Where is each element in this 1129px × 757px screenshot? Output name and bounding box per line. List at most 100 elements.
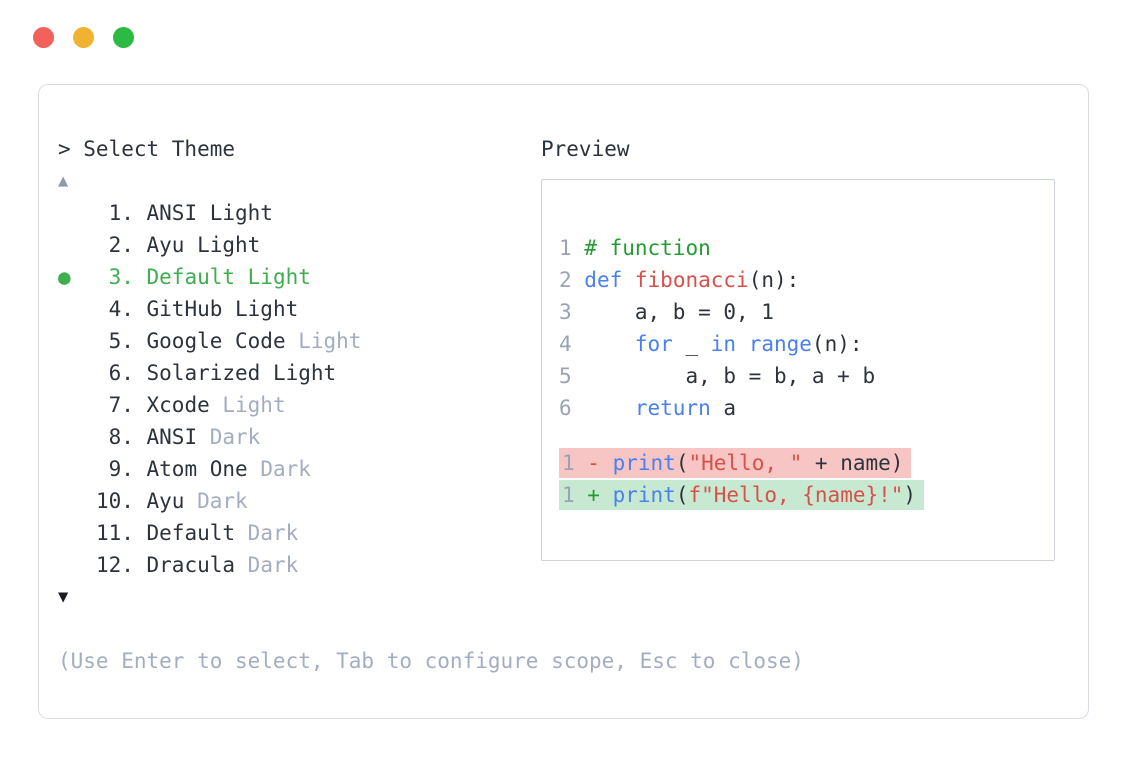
- theme-item-name: Solarized Light: [146, 361, 337, 385]
- bullet-placeholder: [58, 521, 96, 545]
- theme-item-variant: Dark: [235, 553, 299, 577]
- diff-removed-line: 1 - print("Hello, " + name): [559, 448, 1054, 478]
- theme-item-name: Atom One: [146, 457, 248, 481]
- theme-item-variant: Dark: [247, 457, 311, 481]
- scroll-up-icon[interactable]: ▲: [58, 171, 69, 191]
- code-token: for: [634, 332, 673, 356]
- help-text: (Use Enter to select, Tab to configure s…: [58, 649, 804, 673]
- bullet-placeholder: [58, 361, 96, 385]
- bullet-placeholder: [58, 233, 96, 257]
- theme-item-name: Ayu Light: [146, 233, 261, 257]
- theme-item-variant: Light: [285, 329, 362, 353]
- code-token: -: [587, 451, 600, 475]
- code-line: 4 for _ in range(n):: [559, 328, 1054, 360]
- theme-item-variant: Dark: [235, 521, 299, 545]
- theme-item-ayu-light[interactable]: 2. Ayu Light: [58, 229, 528, 261]
- code-token: (: [675, 483, 689, 507]
- theme-item-number: 1.: [95, 201, 147, 225]
- code-token: in: [710, 332, 737, 356]
- theme-item-name: Default: [146, 521, 236, 545]
- code-line: 6 return a: [559, 392, 1054, 424]
- window-controls: [33, 27, 134, 48]
- theme-item-github-light[interactable]: 4. GitHub Light: [58, 293, 528, 325]
- bullet-placeholder: [58, 201, 96, 225]
- code-token: # function: [584, 236, 711, 260]
- close-window-button[interactable]: [33, 27, 54, 48]
- code-token: a, b = b, a + b: [584, 364, 876, 388]
- theme-item-name: Dracula: [146, 553, 236, 577]
- code-token: "Hello, ": [688, 451, 803, 475]
- theme-picker-window: > Select Theme ▲ 1. ANSI Light 2. Ayu Li…: [38, 84, 1089, 719]
- theme-item-number: 2.: [95, 233, 147, 257]
- code-token: a: [710, 396, 737, 420]
- theme-item-variant: Dark: [197, 425, 261, 449]
- code-token: [600, 451, 613, 475]
- theme-list: 1. ANSI Light 2. Ayu Light● 3. Default L…: [58, 197, 528, 581]
- line-number: 3: [559, 300, 585, 324]
- line-number: 1: [559, 236, 585, 260]
- diff-added-line: 1 + print(f"Hello, {name}!"): [559, 478, 1054, 510]
- theme-item-name: Ayu: [146, 489, 185, 513]
- theme-item-number: 4.: [95, 297, 147, 321]
- line-number: 1: [562, 483, 588, 507]
- theme-item-xcode-light[interactable]: 7. Xcode Light: [58, 389, 528, 421]
- bullet-placeholder: [58, 489, 96, 513]
- code-token: [622, 268, 635, 292]
- zoom-window-button[interactable]: [113, 27, 134, 48]
- theme-item-name: ANSI: [146, 425, 198, 449]
- theme-item-name: Default Light: [146, 265, 311, 289]
- theme-item-number: 8.: [95, 425, 147, 449]
- code-line: 5 a, b = b, a + b: [559, 360, 1054, 392]
- line-number: 6: [559, 396, 585, 420]
- code-token: [600, 483, 613, 507]
- theme-item-number: 11.: [95, 521, 147, 545]
- minimize-window-button[interactable]: [73, 27, 94, 48]
- theme-item-variant: Dark: [184, 489, 248, 513]
- bullet-placeholder: [58, 553, 96, 577]
- theme-item-number: 10.: [95, 489, 147, 513]
- theme-item-number: 3.: [95, 265, 147, 289]
- code-token: + name): [802, 451, 904, 475]
- diff-lines: 1 - print("Hello, " + name)1 + print(f"H…: [559, 448, 1054, 510]
- code-token: (: [675, 451, 689, 475]
- theme-item-atom-one-dark[interactable]: 9. Atom One Dark: [58, 453, 528, 485]
- theme-item-ayu-dark[interactable]: 10. Ayu Dark: [58, 485, 528, 517]
- theme-item-default-light[interactable]: ● 3. Default Light: [58, 261, 528, 293]
- code-token: (n):: [748, 268, 800, 292]
- selected-item-bullet-icon: ●: [58, 265, 96, 289]
- theme-item-name: Xcode: [146, 393, 210, 417]
- code-token: print: [612, 451, 676, 475]
- code-token: [584, 332, 635, 356]
- code-token: (n):: [811, 332, 863, 356]
- diff-added-highlight: 1 + print(f"Hello, {name}!"): [559, 480, 925, 510]
- theme-item-solarized-light[interactable]: 6. Solarized Light: [58, 357, 528, 389]
- theme-item-google-code-light[interactable]: 5. Google Code Light: [58, 325, 528, 357]
- bullet-placeholder: [58, 393, 96, 417]
- theme-item-default-dark[interactable]: 11. Default Dark: [58, 517, 528, 549]
- code-token: return: [634, 396, 711, 420]
- theme-item-ansi-dark[interactable]: 8. ANSI Dark: [58, 421, 528, 453]
- code-token: [736, 332, 749, 356]
- diff-removed-highlight: 1 - print("Hello, " + name): [559, 448, 912, 478]
- theme-selector-prompt: > Select Theme: [58, 137, 236, 161]
- bullet-placeholder: [58, 457, 96, 481]
- theme-selector-panel: > Select Theme ▲ 1. ANSI Light 2. Ayu Li…: [58, 133, 804, 677]
- line-number: 4: [559, 332, 585, 356]
- diff-spacer: [559, 424, 1054, 448]
- code-token: a, b = 0, 1: [584, 300, 774, 324]
- theme-item-dracula-dark[interactable]: 12. Dracula Dark: [58, 549, 528, 581]
- theme-item-variant: Light: [209, 393, 286, 417]
- code-token: print: [612, 483, 676, 507]
- theme-item-number: 6.: [95, 361, 147, 385]
- bullet-placeholder: [58, 297, 96, 321]
- code-line: 2 def fibonacci(n):: [559, 264, 1054, 296]
- code-line: 3 a, b = 0, 1: [559, 296, 1054, 328]
- scroll-down-icon[interactable]: ▼: [58, 587, 69, 607]
- line-number: 2: [559, 268, 585, 292]
- preview-title: Preview: [541, 137, 630, 161]
- theme-item-ansi-light[interactable]: 1. ANSI Light: [58, 197, 528, 229]
- code-token: fibonacci: [634, 268, 749, 292]
